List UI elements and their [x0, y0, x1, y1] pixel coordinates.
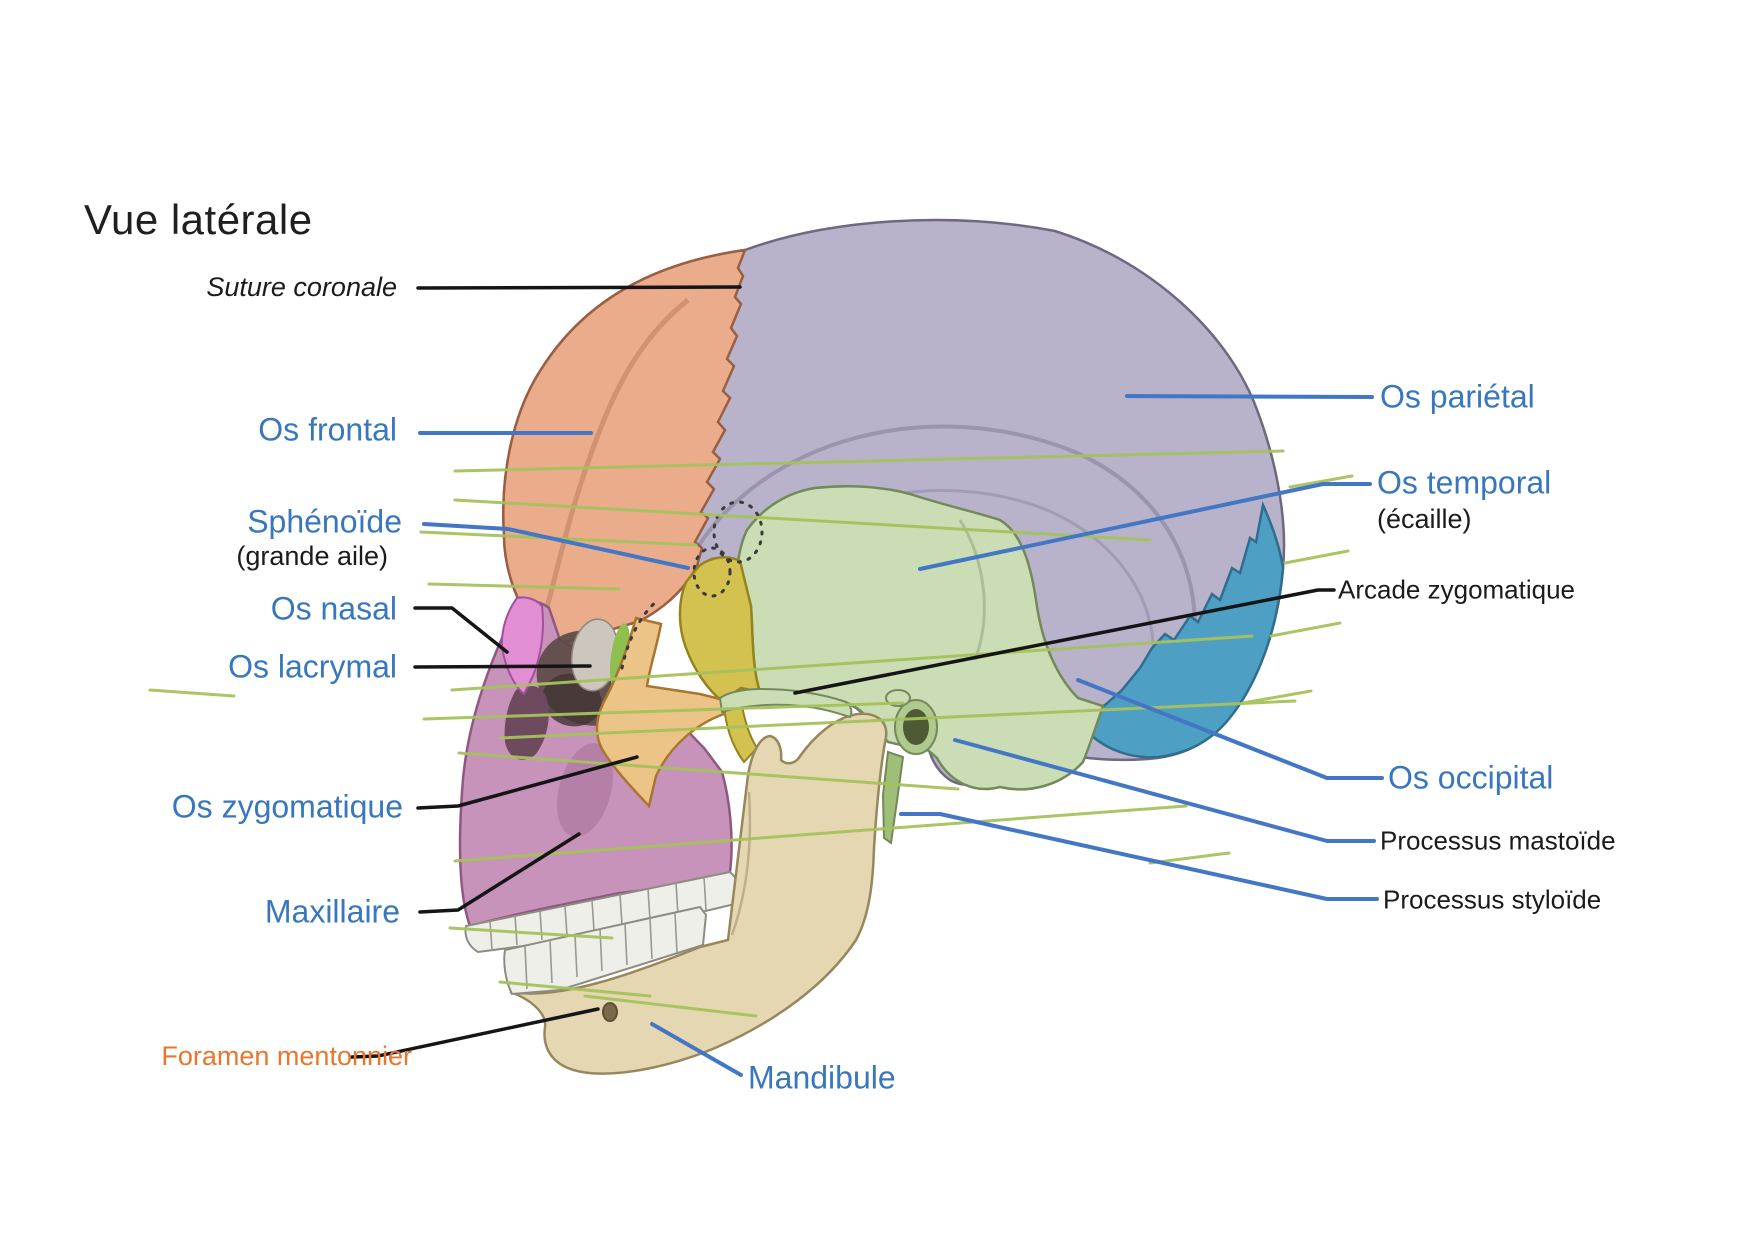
leader-os-zygomatique	[416, 755, 639, 810]
mandible-oblique-line	[730, 791, 752, 936]
blue-leader-lines	[418, 394, 1384, 1077]
leader-suture-coronale	[416, 285, 742, 290]
label-sphenoide: Sphénoïde	[247, 503, 402, 540]
black-leader-lines	[350, 285, 1336, 1059]
squama-shading-arc	[958, 519, 986, 661]
pterion-dotted-circle	[712, 500, 764, 564]
nasal-aperture	[504, 685, 549, 760]
occipital-bone	[1088, 500, 1285, 759]
label-arcade-zygomatique: Arcade zygomatique	[1338, 574, 1576, 605]
green-reference-lines	[148, 449, 1354, 1018]
page-title: Vue latérale	[84, 196, 313, 243]
leader-sphenoide	[422, 522, 690, 570]
sphenoid-pterygoid-process	[722, 697, 759, 764]
leader-processus-styloide	[899, 812, 1379, 901]
mental-foramen	[602, 1002, 618, 1022]
dotted-suture-zygoma	[620, 598, 660, 670]
leader-os-temporal	[918, 482, 1372, 571]
label-os-occipital: Os occipital	[1388, 759, 1554, 796]
external-acoustic-meatus	[903, 709, 929, 745]
label-os-lacrymal: Os lacrymal	[228, 648, 397, 685]
pterion-dotted-circle-2	[692, 546, 732, 598]
sphenoid-great-wing	[678, 556, 762, 703]
label-os-zygomatique: Os zygomatique	[171, 788, 403, 825]
label-os-temporal: Os temporal	[1377, 464, 1552, 501]
label-sphenoide-sub: (grande aile)	[236, 541, 388, 572]
leader-maxillaire	[418, 832, 581, 914]
label-processus-mastoide: Processus mastoïde	[1380, 825, 1616, 856]
leader-arcade-zygomatique	[793, 588, 1336, 695]
label-mandibule: Mandibule	[748, 1059, 896, 1096]
label-suture-coronale: Suture coronale	[206, 272, 397, 303]
leader-mandibule	[650, 1022, 743, 1077]
leader-os-nasal	[413, 606, 509, 654]
leader-os-parietal	[1125, 394, 1374, 399]
brow-ridge-shading	[542, 298, 690, 616]
styloid-process	[881, 750, 905, 845]
label-os-parietal: Os pariétal	[1380, 378, 1535, 415]
label-maxillaire: Maxillaire	[264, 893, 400, 930]
label-os-temporal-sub: (écaille)	[1377, 504, 1472, 535]
label-processus-styloide: Processus styloïde	[1383, 884, 1602, 915]
nasal-bone	[500, 596, 544, 696]
lower-teeth	[503, 905, 708, 996]
temporal-line-arc	[688, 424, 1197, 656]
label-os-nasal: Os nasal	[270, 590, 397, 627]
leader-os-occipital	[1076, 678, 1384, 780]
leader-os-lacrymal	[413, 664, 592, 669]
leader-foramen-mentonnier	[350, 1007, 600, 1059]
mandible-bone	[509, 712, 888, 1075]
label-os-frontal: Os frontal	[258, 411, 397, 448]
leader-processus-mastoide	[953, 738, 1376, 843]
label-foramen-mentonnier: Foramen mentonnier	[161, 1041, 412, 1072]
